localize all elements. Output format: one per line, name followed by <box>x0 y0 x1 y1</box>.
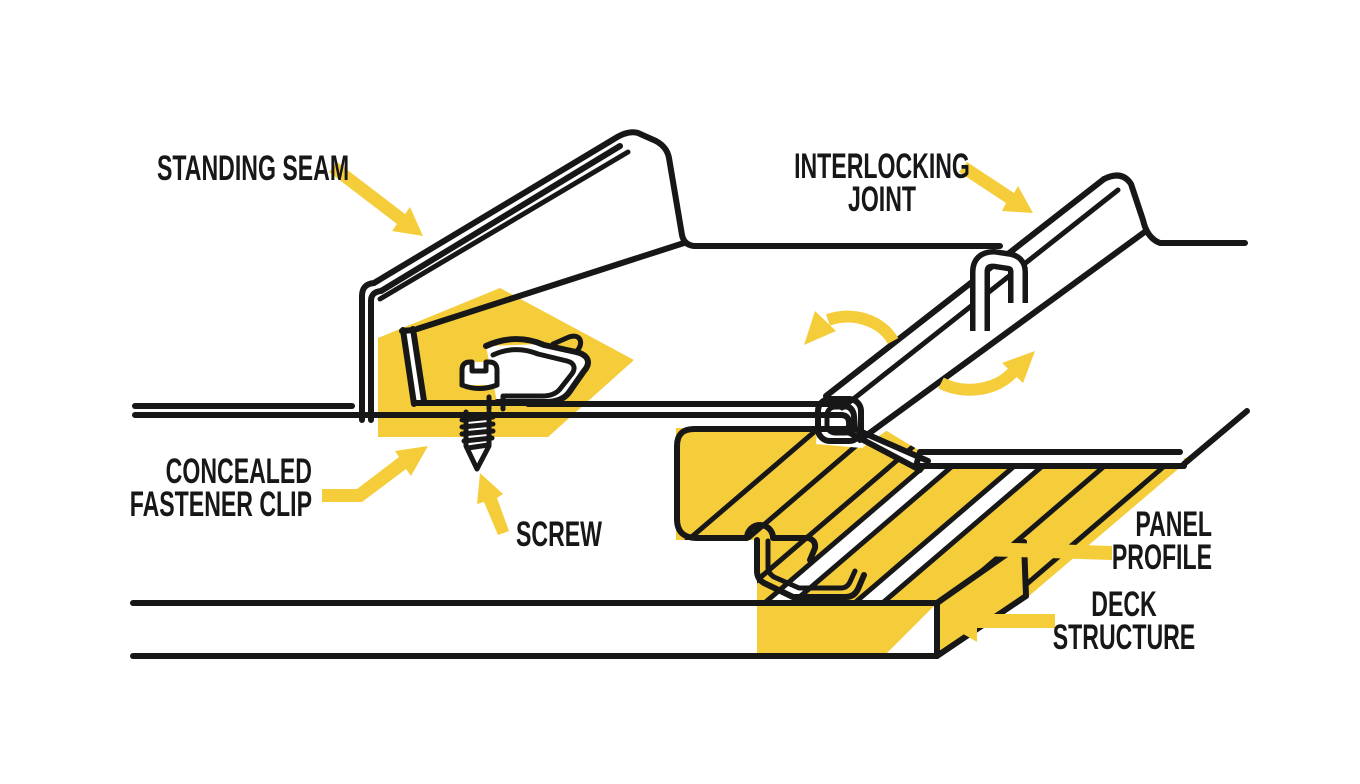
leader-bar-icon <box>982 542 1112 560</box>
label-standing-seam: STANDING SEAM <box>157 149 350 188</box>
line-art <box>130 129 1250 659</box>
arrow-up-right-bent-icon <box>322 446 428 502</box>
pan-edge-lower <box>132 412 853 434</box>
label-deck-structure: DECK STRUCTURE <box>1052 585 1196 657</box>
arrow-down-right-icon <box>959 162 1033 213</box>
rail-clip-outline <box>970 248 1028 331</box>
bolt-head-outline <box>459 359 500 391</box>
female-channel-outline <box>674 426 849 563</box>
arrow-down-right-icon <box>329 162 423 236</box>
seam-base-edge <box>414 240 687 332</box>
label-interlocking-joint: INTERLOCKING JOINT <box>794 147 970 219</box>
label-concealed-fastener-clip: CONCEALED FASTENER CLIP <box>129 452 312 524</box>
screw-outline <box>459 409 496 472</box>
concealed-clip-outline <box>399 326 591 412</box>
arrow-up-icon <box>477 473 509 535</box>
standing-seam-fin-face <box>362 130 692 418</box>
callout-arrows <box>322 162 1112 642</box>
label-screw: SCREW <box>516 515 602 554</box>
panel-z-profile <box>754 537 867 600</box>
deck-outline <box>130 539 1029 659</box>
arrow-left-icon <box>941 601 1055 642</box>
right-panel-outline <box>913 408 1250 469</box>
curved-arrow-right-icon <box>938 351 1035 396</box>
curved-arrow-left-icon <box>804 310 899 345</box>
label-panel-profile: PANEL PROFILE <box>1111 505 1212 577</box>
